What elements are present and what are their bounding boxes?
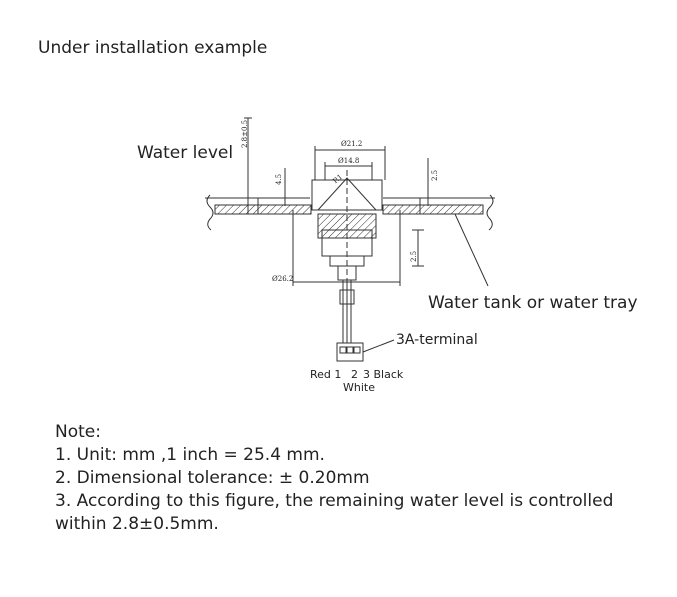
- dim-outer-diameter: Ø21.2: [341, 140, 363, 148]
- dim-height-left: 4.5: [275, 173, 283, 185]
- connector-pin-white-number: 2: [351, 368, 358, 381]
- water-tank-label: Water tank or water tray: [428, 293, 638, 313]
- dim-level-tolerance: 2.8±0.5: [241, 119, 249, 148]
- note-item: 1. Unit: mm ,1 inch = 25.4 mm.: [55, 445, 325, 465]
- dim-height-right-bottom: 2.5: [410, 250, 418, 262]
- note-item: 3. According to this figure, the remaini…: [55, 491, 614, 511]
- connector-pin-white: White: [343, 381, 375, 394]
- terminal-leader: [362, 339, 395, 353]
- tray-plate-left: [214, 204, 312, 215]
- dim-height-right-top: 2.5: [431, 169, 439, 181]
- break-line-right: [486, 194, 494, 231]
- water-level-label: Water level: [137, 143, 234, 163]
- terminal-label: 3A-terminal: [396, 332, 478, 348]
- notes-block: Note: 1. Unit: mm ,1 inch = 25.4 mm. 2. …: [55, 421, 613, 536]
- page-title: Under installation example: [38, 38, 268, 58]
- break-line-left: [206, 194, 214, 231]
- notes-heading: Note:: [55, 422, 101, 442]
- sensor-nut: [317, 213, 377, 239]
- connector-pin-red: Red 1: [310, 368, 342, 381]
- dim-bottom-diameter: Ø26.2: [272, 275, 294, 283]
- connector-body: [336, 342, 364, 362]
- dim-inner-diameter: Ø14.8: [338, 157, 360, 165]
- note-item: within 2.8±0.5mm.: [55, 514, 219, 534]
- connector-pin-black: 3 Black: [363, 368, 404, 381]
- tray-plate-right: [382, 204, 484, 215]
- note-item: 2. Dimensional tolerance: ± 0.20mm: [55, 468, 370, 488]
- water-tank-leader: [454, 213, 489, 287]
